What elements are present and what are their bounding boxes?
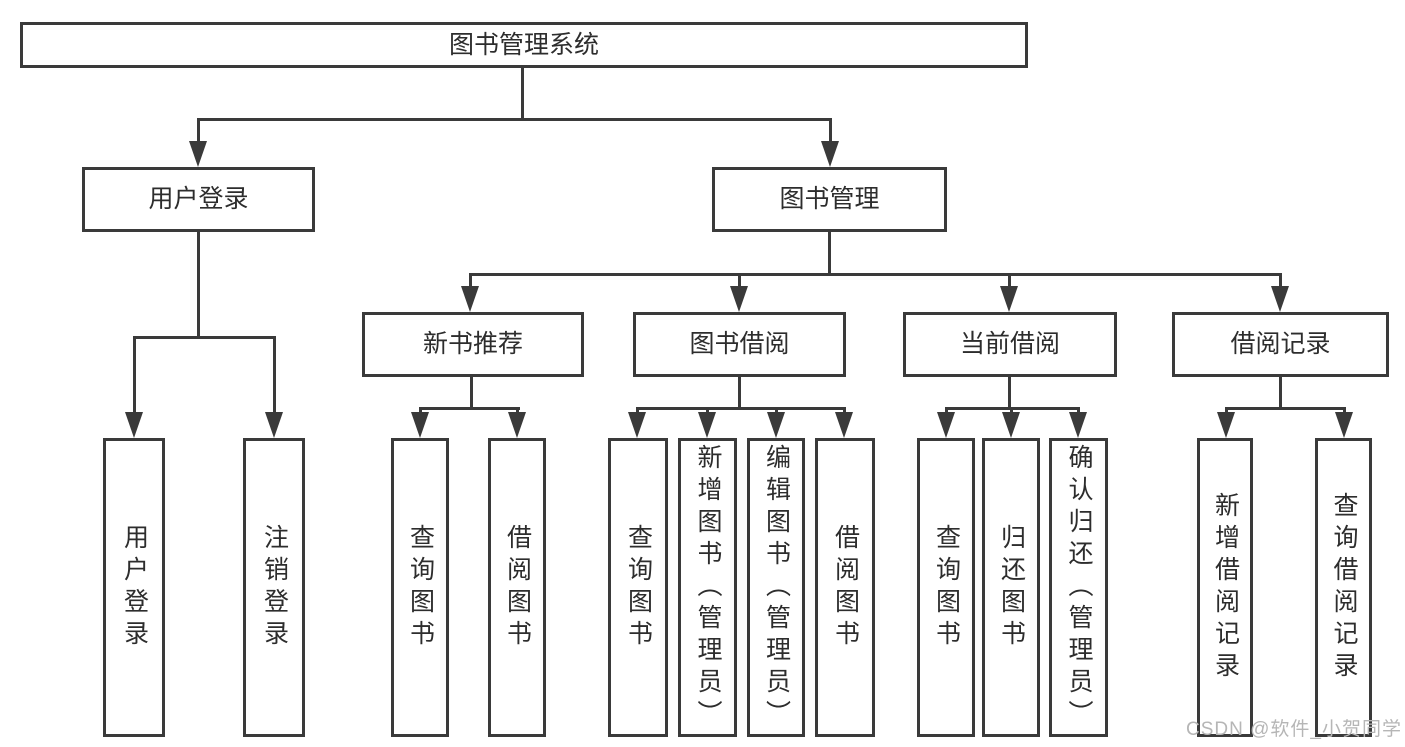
connector-stem-book-borrow <box>738 273 741 288</box>
arrow-into-bb-borrow <box>835 412 853 438</box>
connector-level2-rail <box>197 118 832 121</box>
connector-level3-rail <box>469 273 1282 276</box>
connector-stem-bb-borrow <box>843 407 846 414</box>
arrow-into-bb-query <box>628 412 646 438</box>
connector-stem-current-borrow <box>1008 273 1011 288</box>
arrow-into-leaf-user-login <box>125 412 143 438</box>
leaf-bb-query-books-label: 查询图书 <box>624 523 653 652</box>
connector-stem-rec-borrow <box>516 407 519 414</box>
connector-root-stem <box>521 68 524 118</box>
leaf-rc-query-record-label: 查询借阅记录 <box>1330 491 1358 684</box>
node-user-login: 用户登录 <box>82 167 315 232</box>
node-borrow-records: 借阅记录 <box>1172 312 1389 377</box>
leaf-bb-query-books: 查询图书 <box>608 438 668 737</box>
connector-stem-leaf-user-login <box>133 336 136 414</box>
connector-book-mgmt-stem <box>828 232 831 273</box>
arrow-into-bb-add <box>698 412 716 438</box>
leaf-bb-add-book-admin: 新增图书（管理员） <box>678 438 737 737</box>
arrow-into-book-mgmt <box>821 141 839 167</box>
leaf-cur-return-book-label: 归还图书 <box>997 523 1026 652</box>
connector-current-stem <box>1008 377 1011 407</box>
node-user-login-label: 用户登录 <box>148 185 249 213</box>
arrow-into-cur-query <box>937 412 955 438</box>
node-book-borrow-label: 图书借阅 <box>689 330 790 358</box>
connector-book-borrow-rail <box>636 407 846 410</box>
leaf-user-login-label: 用户登录 <box>120 523 149 652</box>
arrow-into-user-login <box>189 141 207 167</box>
leaf-bb-borrow-books-label: 借阅图书 <box>831 523 860 652</box>
node-book-mgmt-label: 图书管理 <box>779 185 880 213</box>
connector-stem-book-mgmt <box>829 118 832 145</box>
connector-stem-borrow-records <box>1279 273 1282 288</box>
connector-stem-user-login <box>197 118 200 145</box>
connector-records-stem <box>1279 377 1282 407</box>
arrow-into-current-borrow <box>1000 286 1018 312</box>
leaf-bb-add-book-admin-label: 新增图书（管理员） <box>694 443 722 732</box>
connector-user-login-rail <box>133 336 276 339</box>
node-current-borrow-label: 当前借阅 <box>959 330 1060 358</box>
leaf-cur-confirm-return-admin: 确认归还（管理员） <box>1049 438 1108 737</box>
leaf-cur-return-book: 归还图书 <box>982 438 1040 737</box>
leaf-rec-borrow-books-label: 借阅图书 <box>503 523 532 652</box>
csdn-watermark: CSDN @软件_小贺同学 <box>1186 719 1402 740</box>
arrow-into-rec-query <box>411 412 429 438</box>
leaf-rc-add-record-label: 新增借阅记录 <box>1211 491 1240 684</box>
arrow-into-new-book-rec <box>461 286 479 312</box>
leaf-rc-add-record: 新增借阅记录 <box>1197 438 1253 737</box>
connector-new-book-rec-rail <box>419 407 520 410</box>
arrow-into-rc-query <box>1335 412 1353 438</box>
arrow-into-borrow-records <box>1271 286 1289 312</box>
leaf-logout-label: 注销登录 <box>260 523 289 652</box>
connector-stem-rc-add <box>1225 407 1228 414</box>
connector-records-rail <box>1225 407 1346 410</box>
leaf-rec-query-books-label: 查询图书 <box>406 523 435 652</box>
connector-stem-leaf-logout <box>273 336 276 414</box>
node-borrow-records-label: 借阅记录 <box>1230 330 1331 358</box>
connector-stem-bb-query <box>636 407 639 414</box>
leaf-cur-query-books-label: 查询图书 <box>932 523 961 652</box>
leaf-logout: 注销登录 <box>243 438 305 737</box>
leaf-bb-edit-book-admin: 编辑图书（管理员） <box>747 438 805 737</box>
leaf-bb-edit-book-admin-label: 编辑图书（管理员） <box>762 443 791 732</box>
leaf-cur-confirm-return-admin-label: 确认归还（管理员） <box>1065 443 1093 732</box>
node-root: 图书管理系统 <box>20 22 1028 68</box>
leaf-user-login: 用户登录 <box>103 438 165 737</box>
connector-stem-cur-query <box>945 407 948 414</box>
arrow-into-bb-edit <box>767 412 785 438</box>
connector-new-book-rec-stem <box>470 377 473 407</box>
connector-stem-cur-confirm <box>1077 407 1080 414</box>
arrow-into-cur-return <box>1002 412 1020 438</box>
arrow-into-book-borrow <box>730 286 748 312</box>
node-book-mgmt: 图书管理 <box>712 167 947 232</box>
connector-stem-bb-add <box>706 407 709 414</box>
node-root-label: 图书管理系统 <box>448 30 599 59</box>
arrow-into-rec-borrow <box>508 412 526 438</box>
connector-stem-new-book-rec <box>469 273 472 288</box>
connector-user-login-stem <box>197 232 200 336</box>
leaf-rec-query-books: 查询图书 <box>391 438 449 737</box>
connector-stem-cur-return <box>1010 407 1013 414</box>
arrow-into-rc-add <box>1217 412 1235 438</box>
node-current-borrow: 当前借阅 <box>903 312 1117 377</box>
connector-stem-rc-query <box>1343 407 1346 414</box>
arrow-into-leaf-logout <box>265 412 283 438</box>
leaf-rec-borrow-books: 借阅图书 <box>488 438 546 737</box>
leaf-cur-query-books: 查询图书 <box>917 438 975 737</box>
node-new-book-rec-label: 新书推荐 <box>422 330 523 358</box>
leaf-rc-query-record: 查询借阅记录 <box>1315 438 1372 737</box>
connector-book-borrow-stem <box>738 377 741 407</box>
connector-stem-bb-edit <box>775 407 778 414</box>
node-new-book-rec: 新书推荐 <box>362 312 584 377</box>
connector-stem-rec-query <box>419 407 422 414</box>
node-book-borrow: 图书借阅 <box>633 312 846 377</box>
leaf-bb-borrow-books: 借阅图书 <box>815 438 875 737</box>
arrow-into-cur-confirm <box>1069 412 1087 438</box>
